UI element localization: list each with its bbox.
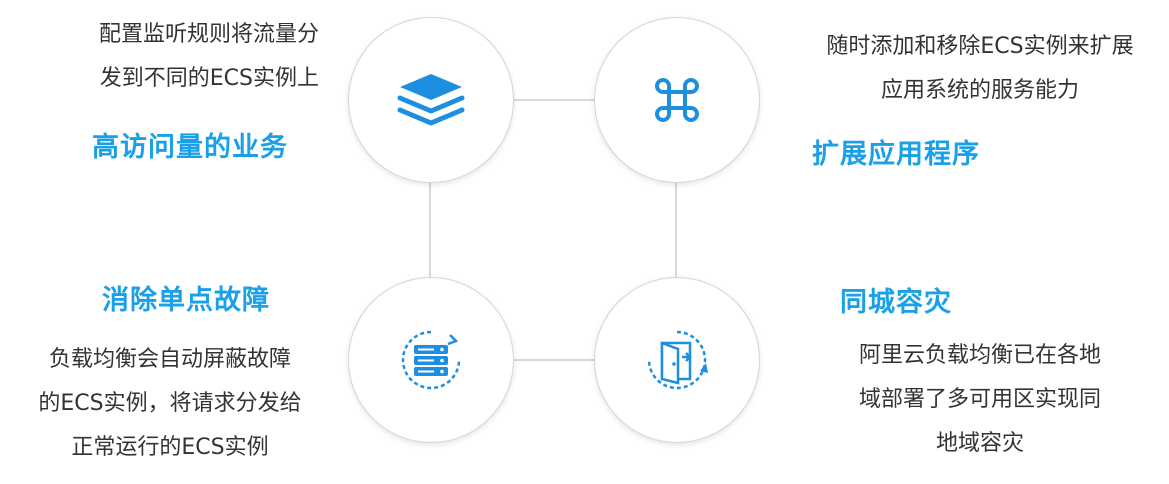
feature-title-bottom-right: 同城容灾 <box>840 287 952 318</box>
desc-line: 地域容灾 <box>935 431 1024 456</box>
feature-desc-top-left: 配置监听规则将流量分 发到不同的ECS实例上 <box>99 13 319 101</box>
circle-top-left <box>348 17 514 183</box>
feature-desc-bottom-left: 负载均衡会自动屏蔽故障 的ECS实例，将请求分发给 正常运行的ECS实例 <box>20 338 320 470</box>
feature-desc-bottom-right: 阿里云负载均衡已在各地 域部署了多可用区实现同 地域容灾 <box>830 334 1130 466</box>
desc-line: 发到不同的ECS实例上 <box>99 66 319 91</box>
connector-top <box>512 99 598 101</box>
command-icon <box>651 74 703 126</box>
desc-line: 应用系统的服务能力 <box>880 78 1079 103</box>
desc-line: 的ECS实例，将请求分发给 <box>38 391 302 416</box>
circle-bottom-left <box>348 277 514 443</box>
connector-bottom <box>512 359 598 361</box>
feature-desc-top-right: 随时添加和移除ECS实例来扩展 应用系统的服务能力 <box>815 25 1145 113</box>
feature-title-bottom-left: 消除单点故障 <box>102 285 270 316</box>
circle-top-right <box>594 17 760 183</box>
feature-title-top-right: 扩展应用程序 <box>812 139 980 170</box>
circle-bottom-right <box>594 277 760 443</box>
desc-line: 正常运行的ECS实例 <box>71 435 269 460</box>
feature-title-top-left: 高访问量的业务 <box>92 132 288 163</box>
connector-left <box>429 182 431 278</box>
desc-line: 域部署了多可用区实现同 <box>858 387 1101 412</box>
desc-line: 阿里云负载均衡已在各地 <box>858 343 1101 368</box>
desc-line: 负载均衡会自动屏蔽故障 <box>48 347 291 372</box>
desc-line: 配置监听规则将流量分 <box>98 22 319 47</box>
layers-icon <box>396 72 466 128</box>
exit-door-icon <box>644 327 710 393</box>
server-refresh-icon <box>398 327 464 393</box>
connector-right <box>675 182 677 278</box>
desc-line: 随时添加和移除ECS实例来扩展 <box>826 34 1134 59</box>
